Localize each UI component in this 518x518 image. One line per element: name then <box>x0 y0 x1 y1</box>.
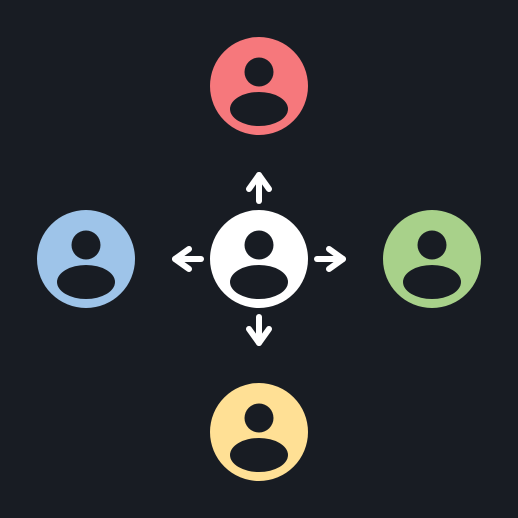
user-icon <box>230 230 288 299</box>
person-node-top <box>210 37 308 135</box>
user-icon <box>403 230 461 299</box>
person-node-center <box>210 210 308 308</box>
arrow-up-icon <box>246 172 272 204</box>
person-node-left <box>37 210 135 308</box>
user-icon <box>230 57 288 126</box>
user-icon <box>230 403 288 472</box>
arrow-right-icon <box>314 246 346 272</box>
person-node-right <box>383 210 481 308</box>
person-node-bottom <box>210 383 308 481</box>
user-icon <box>57 230 115 299</box>
arrow-left-icon <box>172 246 204 272</box>
arrow-down-icon <box>246 314 272 346</box>
